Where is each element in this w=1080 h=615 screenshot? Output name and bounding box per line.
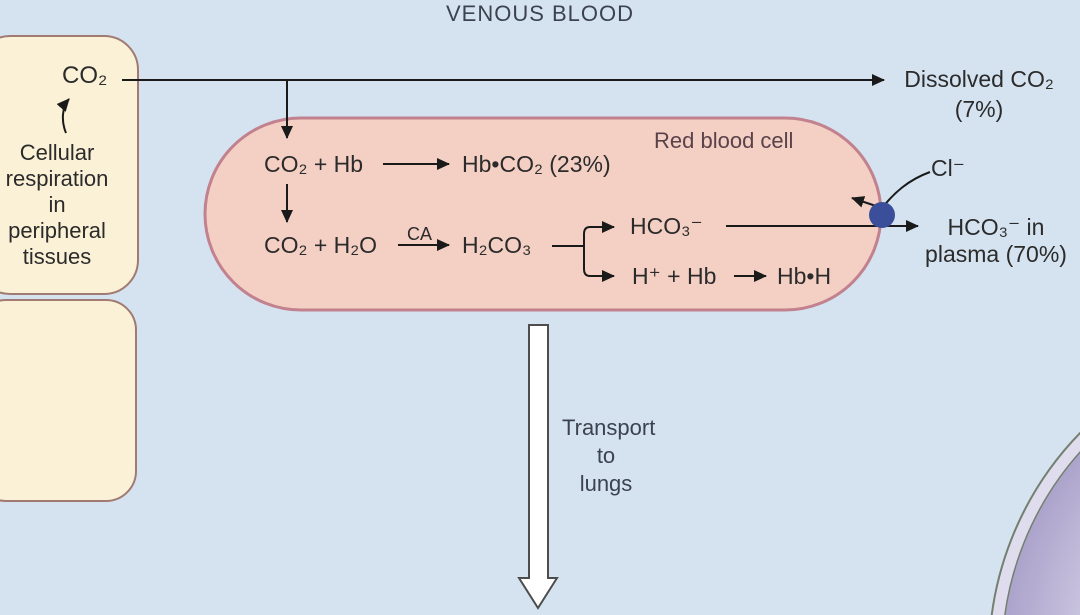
co2-up-arrow-icon: [56, 98, 70, 134]
lung-alveolus-shape: [990, 431, 1080, 615]
eq1-reactants: CO₂ + Hb: [264, 151, 364, 177]
red-blood-cell-label: Red blood cell: [654, 128, 794, 153]
caption-line: Cellular: [19, 140, 95, 165]
transport-to-lungs-arrow-icon: [517, 324, 559, 610]
eq2-reactants: CO₂ + H₂O: [264, 232, 378, 258]
branch-top-arrow-icon: [583, 221, 615, 246]
caption-line: in: [48, 192, 66, 217]
plasma-line2: plasma (70%): [925, 241, 1067, 267]
cellular-respiration-caption: Cellular respiration in peripheral tissu…: [0, 140, 138, 270]
chloride-shift-curve: [881, 171, 931, 209]
membrane-transporter-icon: [869, 202, 895, 228]
eq2-product: H₂CO₃: [462, 232, 532, 258]
bicarbonate-label: HCO₃⁻: [630, 213, 703, 239]
caption-line: peripheral: [8, 218, 106, 243]
hbh-label: Hb•H: [777, 263, 832, 289]
transport-line1: Transport: [562, 415, 656, 440]
caption-line: tissues: [22, 244, 92, 269]
chloride-label: Cl⁻: [931, 155, 965, 181]
hydrogen-hb-label: H⁺ + Hb: [632, 263, 717, 289]
transport-line2: to: [596, 443, 616, 468]
tissue-box-lower: [0, 299, 137, 502]
dissolved-co2-label: Dissolved CO₂ (7%): [888, 64, 1070, 124]
plasma-line1: HCO₃⁻ in: [947, 214, 1045, 240]
tissue-box-upper: [0, 35, 139, 295]
dissolved-co2-percent: (7%): [954, 96, 1004, 122]
caption-line: respiration: [5, 166, 109, 191]
bicarbonate-in-plasma-label: HCO₃⁻ in plasma (70%): [915, 214, 1077, 268]
branch-bottom-arrow-icon: [583, 246, 615, 282]
diagram-title: VENOUS BLOOD: [445, 1, 635, 26]
eq1-product: Hb•CO₂ (23%): [462, 151, 611, 177]
transport-to-lungs-label: Transport to lungs: [562, 414, 656, 498]
transport-line3: lungs: [579, 471, 633, 496]
carbonic-anhydrase-label: CA: [407, 224, 433, 244]
chloride-in-arrow-icon: [851, 196, 877, 208]
co2-source-label: CO₂: [62, 62, 108, 89]
dissolved-co2-line1: Dissolved CO₂: [904, 66, 1054, 92]
